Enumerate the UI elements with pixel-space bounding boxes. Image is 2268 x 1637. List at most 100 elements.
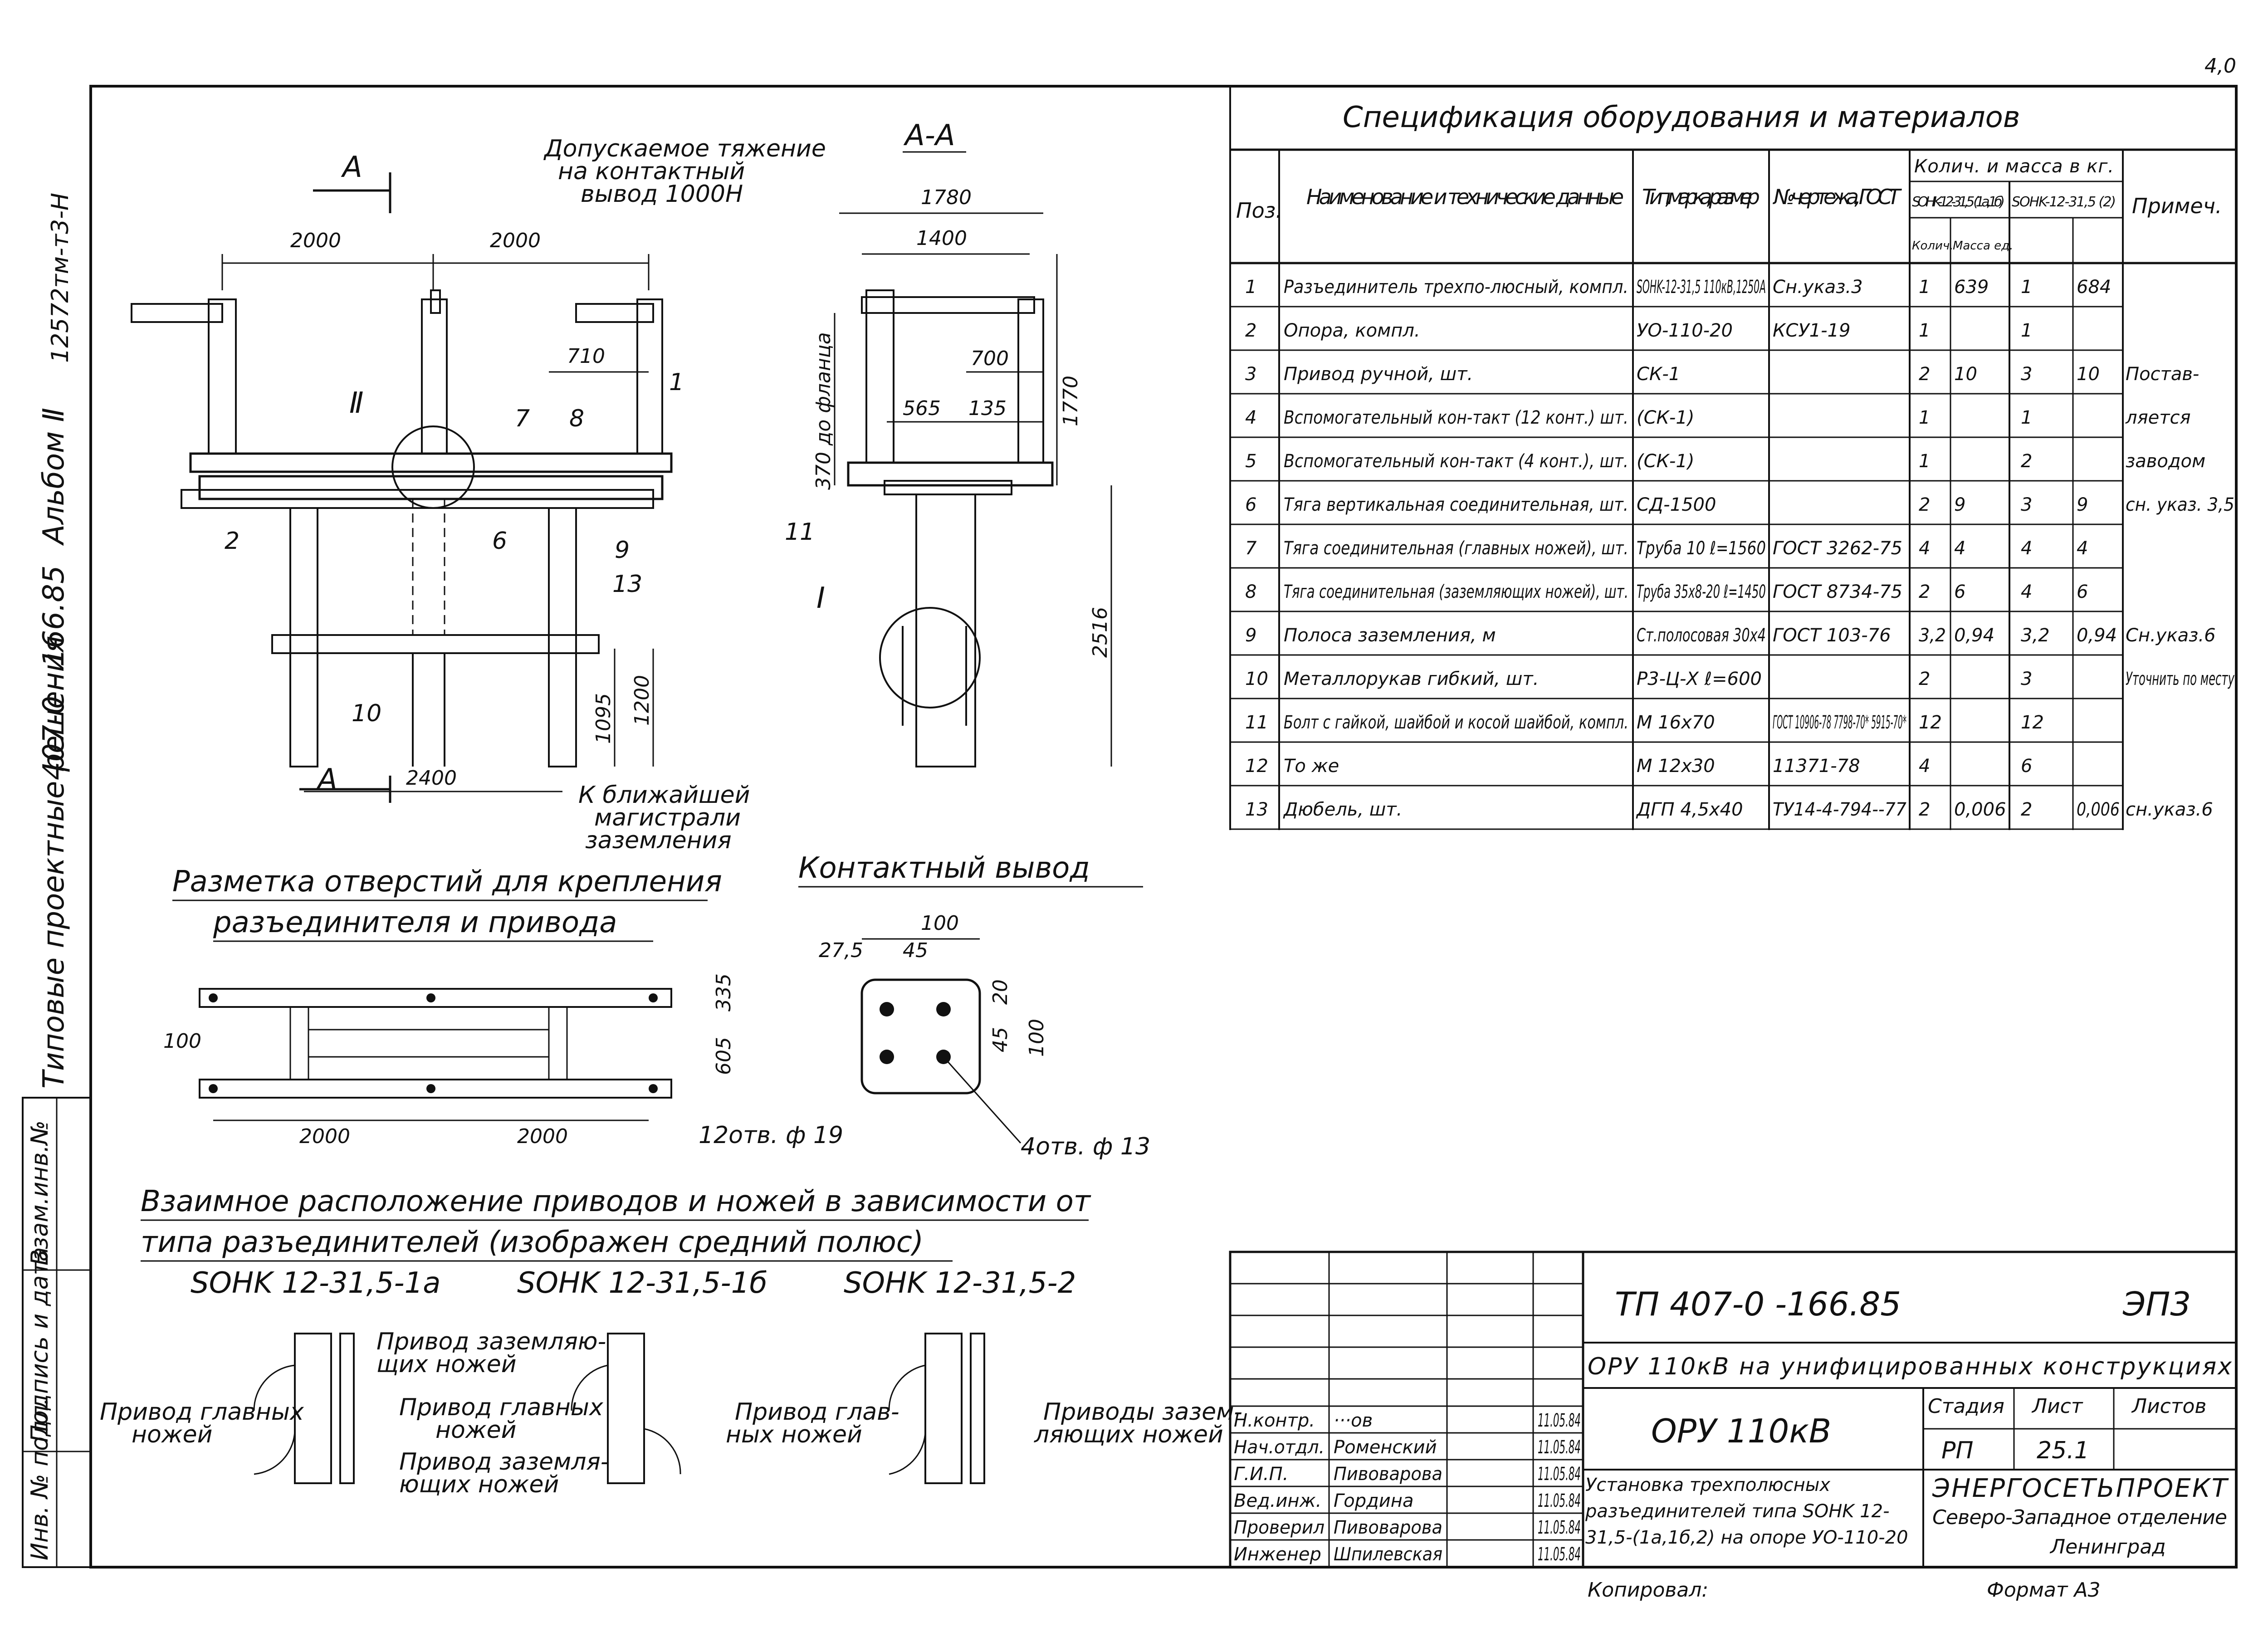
staff-role: Проверил xyxy=(1234,1517,1325,1538)
spec-cell-name: Привод ручной, шт. xyxy=(1284,364,1473,385)
contact-holes: 4отв. ф 13 xyxy=(1021,1133,1150,1160)
spec-cell-pos: 3 xyxy=(1245,364,1256,385)
tb-description: Установка трехполюсных разъединителей ти… xyxy=(1585,1475,1908,1548)
staff-role: Вед.инж. xyxy=(1234,1490,1321,1511)
spec-cell-pos: 7 xyxy=(1245,538,1257,559)
staff-name: ···ов xyxy=(1334,1410,1373,1431)
stamp-sign-date: Подпись и дата xyxy=(26,1247,54,1442)
spec-cell-note: Сн.указ.6 xyxy=(2126,625,2216,646)
spec-cell-pos: 4 xyxy=(1245,407,1256,428)
hdr-note: Примеч. xyxy=(2132,194,2222,218)
spec-cell-pos: 9 xyxy=(1245,625,1256,646)
lbl-main-3: Привод глав- xyxy=(735,1398,899,1426)
marking-holes: 12отв. ф 19 xyxy=(699,1122,843,1149)
staff-role: Нач.отдл. xyxy=(1234,1437,1325,1458)
marking-dim-2000a: 2000 xyxy=(299,1125,350,1148)
staff-role: Инженер xyxy=(1234,1544,1321,1565)
hdr-type: Тип, марка, размер xyxy=(1642,185,1760,209)
spec-cell-pos: 12 xyxy=(1245,756,1268,777)
marking-dim-605: 605 xyxy=(712,1037,735,1075)
spec-cell-doc: ГОСТ 8734-75 xyxy=(1773,582,1902,602)
spec-cell-q2: 4 xyxy=(2021,582,2032,602)
main-view: А А 2000 2000 710 2400 xyxy=(131,135,826,854)
contact-dim-27-5: 27,5 xyxy=(819,939,863,962)
staff-name: Пивоварова xyxy=(1334,1464,1442,1485)
marking-view: Разметка отверстий для крепления разъеди… xyxy=(163,865,843,1149)
hdr-grp2: SOHK-12-31,5 (2) xyxy=(2012,194,2116,210)
staff-name: Гордина xyxy=(1334,1490,1413,1511)
spec-cell-m2: 4 xyxy=(2077,538,2088,559)
note-tension-2: на контактный xyxy=(558,158,745,185)
lbl-earth-1b: щих ножей xyxy=(376,1351,517,1378)
spec-cell-name: Тяга соединительная (главных ножей), шт. xyxy=(1284,538,1628,559)
sheet-frame xyxy=(89,85,2238,1569)
dim-2000-left: 2000 xyxy=(290,229,341,252)
dim-370: 370 до фланца xyxy=(812,332,835,490)
left-stamp: Инв. № подл. Подпись и дата Взам.инв.№ xyxy=(22,1097,92,1568)
lbl-earth-1: Привод заземляю- xyxy=(376,1328,606,1355)
spec-cell-type: SOHK-12-31,5 110кВ,1250А xyxy=(1637,277,1766,298)
spec-cell-q1: 4 xyxy=(1919,538,1930,559)
spec-cell-doc: 11371-78 xyxy=(1773,756,1860,777)
ref-1: 1 xyxy=(669,369,684,396)
spec-cell-note: сн.указ.6 xyxy=(2126,799,2213,820)
lbl-main-knives-1b: ножей xyxy=(132,1421,212,1448)
spec-cell-name: Тяга вертикальная соединительная, шт. xyxy=(1284,494,1628,515)
spec-cell-m1: 0,006 xyxy=(1954,799,2006,820)
doc-number-vertical: 407-0 - 166.85 xyxy=(37,565,71,780)
spec-cell-q1: 4 xyxy=(1919,756,1930,777)
spec-cell-type: УО-110-20 xyxy=(1637,320,1733,341)
tb-copied: Копировал: xyxy=(1588,1578,1708,1602)
spec-cell-m1: 4 xyxy=(1954,538,1965,559)
marking-dim-2000b: 2000 xyxy=(517,1125,568,1148)
staff-date: 11.05.84 xyxy=(1538,1544,1581,1565)
section-view: А-А 1780 1400 700 565 135 1770 2516 370 … xyxy=(785,119,1112,767)
spec-cell-pos: 6 xyxy=(1245,494,1256,515)
spec-cell-m1: 9 xyxy=(1954,494,1965,515)
staff-name: Шпилевская xyxy=(1334,1544,1442,1565)
hdr-grp1: SOHK-12-31,5 (1а,1б) xyxy=(1912,194,2005,210)
ref-7: 7 xyxy=(515,405,530,432)
ref-2: 2 xyxy=(225,528,240,555)
spec-cell-q1: 1 xyxy=(1919,320,1930,341)
staff-name: Пивоварова xyxy=(1334,1517,1442,1538)
spec-cell-pos: 2 xyxy=(1245,320,1256,341)
spec-cell-q1: 2 xyxy=(1919,669,1930,689)
spec-cell-type: Труба 35х8-20 ℓ=1450 xyxy=(1637,582,1766,602)
spec-cell-pos: 5 xyxy=(1245,451,1256,472)
contact-view: Контактный вывод 100 27,5 45 20 45 100 4… xyxy=(798,851,1150,1160)
dim-135: 135 xyxy=(968,397,1007,420)
stamp-replace-inv: Взам.инв.№ xyxy=(26,1120,54,1266)
dim-700: 700 xyxy=(971,347,1009,370)
spec-cell-m2: 0,94 xyxy=(2077,625,2117,646)
note-tension-1: Допускаемое тяжение xyxy=(543,135,826,162)
spec-cell-q1: 2 xyxy=(1919,799,1930,820)
lbl-earth-3: Приводы зазем- xyxy=(1043,1398,1242,1426)
hdr-mass: Масса ед. xyxy=(1953,239,2013,253)
marking-title-1: Разметка отверстий для крепления xyxy=(172,865,722,899)
dim-1780: 1780 xyxy=(921,186,972,209)
tb-sheet: 25.1 xyxy=(2037,1437,2089,1464)
contact-title: Контактный вывод xyxy=(798,851,1090,885)
hdr-qty-mass: Колич. и масса в кг. xyxy=(1914,156,2114,177)
spec-cell-m1: 639 xyxy=(1954,277,1989,298)
spec-cell-m1: 6 xyxy=(1954,582,1965,602)
spec-cell-name: Болт с гайкой, шайбой и косой шайбой, ко… xyxy=(1284,712,1628,733)
spec-cell-q1: 2 xyxy=(1919,582,1930,602)
dim-710: 710 xyxy=(567,345,605,368)
tb-object: ОРУ 110кВ xyxy=(1651,1412,1831,1450)
spec-cell-name: Вспомогательный кон-такт (12 конт.) шт. xyxy=(1284,407,1628,428)
spec-cell-name: Полоса заземления, м xyxy=(1284,625,1496,646)
spec-cell-type: Труба 10 ℓ=1560 xyxy=(1637,538,1766,559)
callout-ii: Ⅱ xyxy=(349,386,364,420)
tb-org-1: ЭНЕРГОСЕТЬПРОЕКТ xyxy=(1932,1474,2229,1503)
dim-1400: 1400 xyxy=(916,227,967,250)
spec-cell-type: (СК-1) xyxy=(1637,451,1694,472)
dim-2516: 2516 xyxy=(1089,607,1112,658)
spec-cell-name: Металлорукав гибкий, шт. xyxy=(1284,669,1539,689)
spec-cell-type: Ст.полосовая 30х4 xyxy=(1637,625,1766,646)
staff-date: 11.05.84 xyxy=(1538,1464,1581,1485)
